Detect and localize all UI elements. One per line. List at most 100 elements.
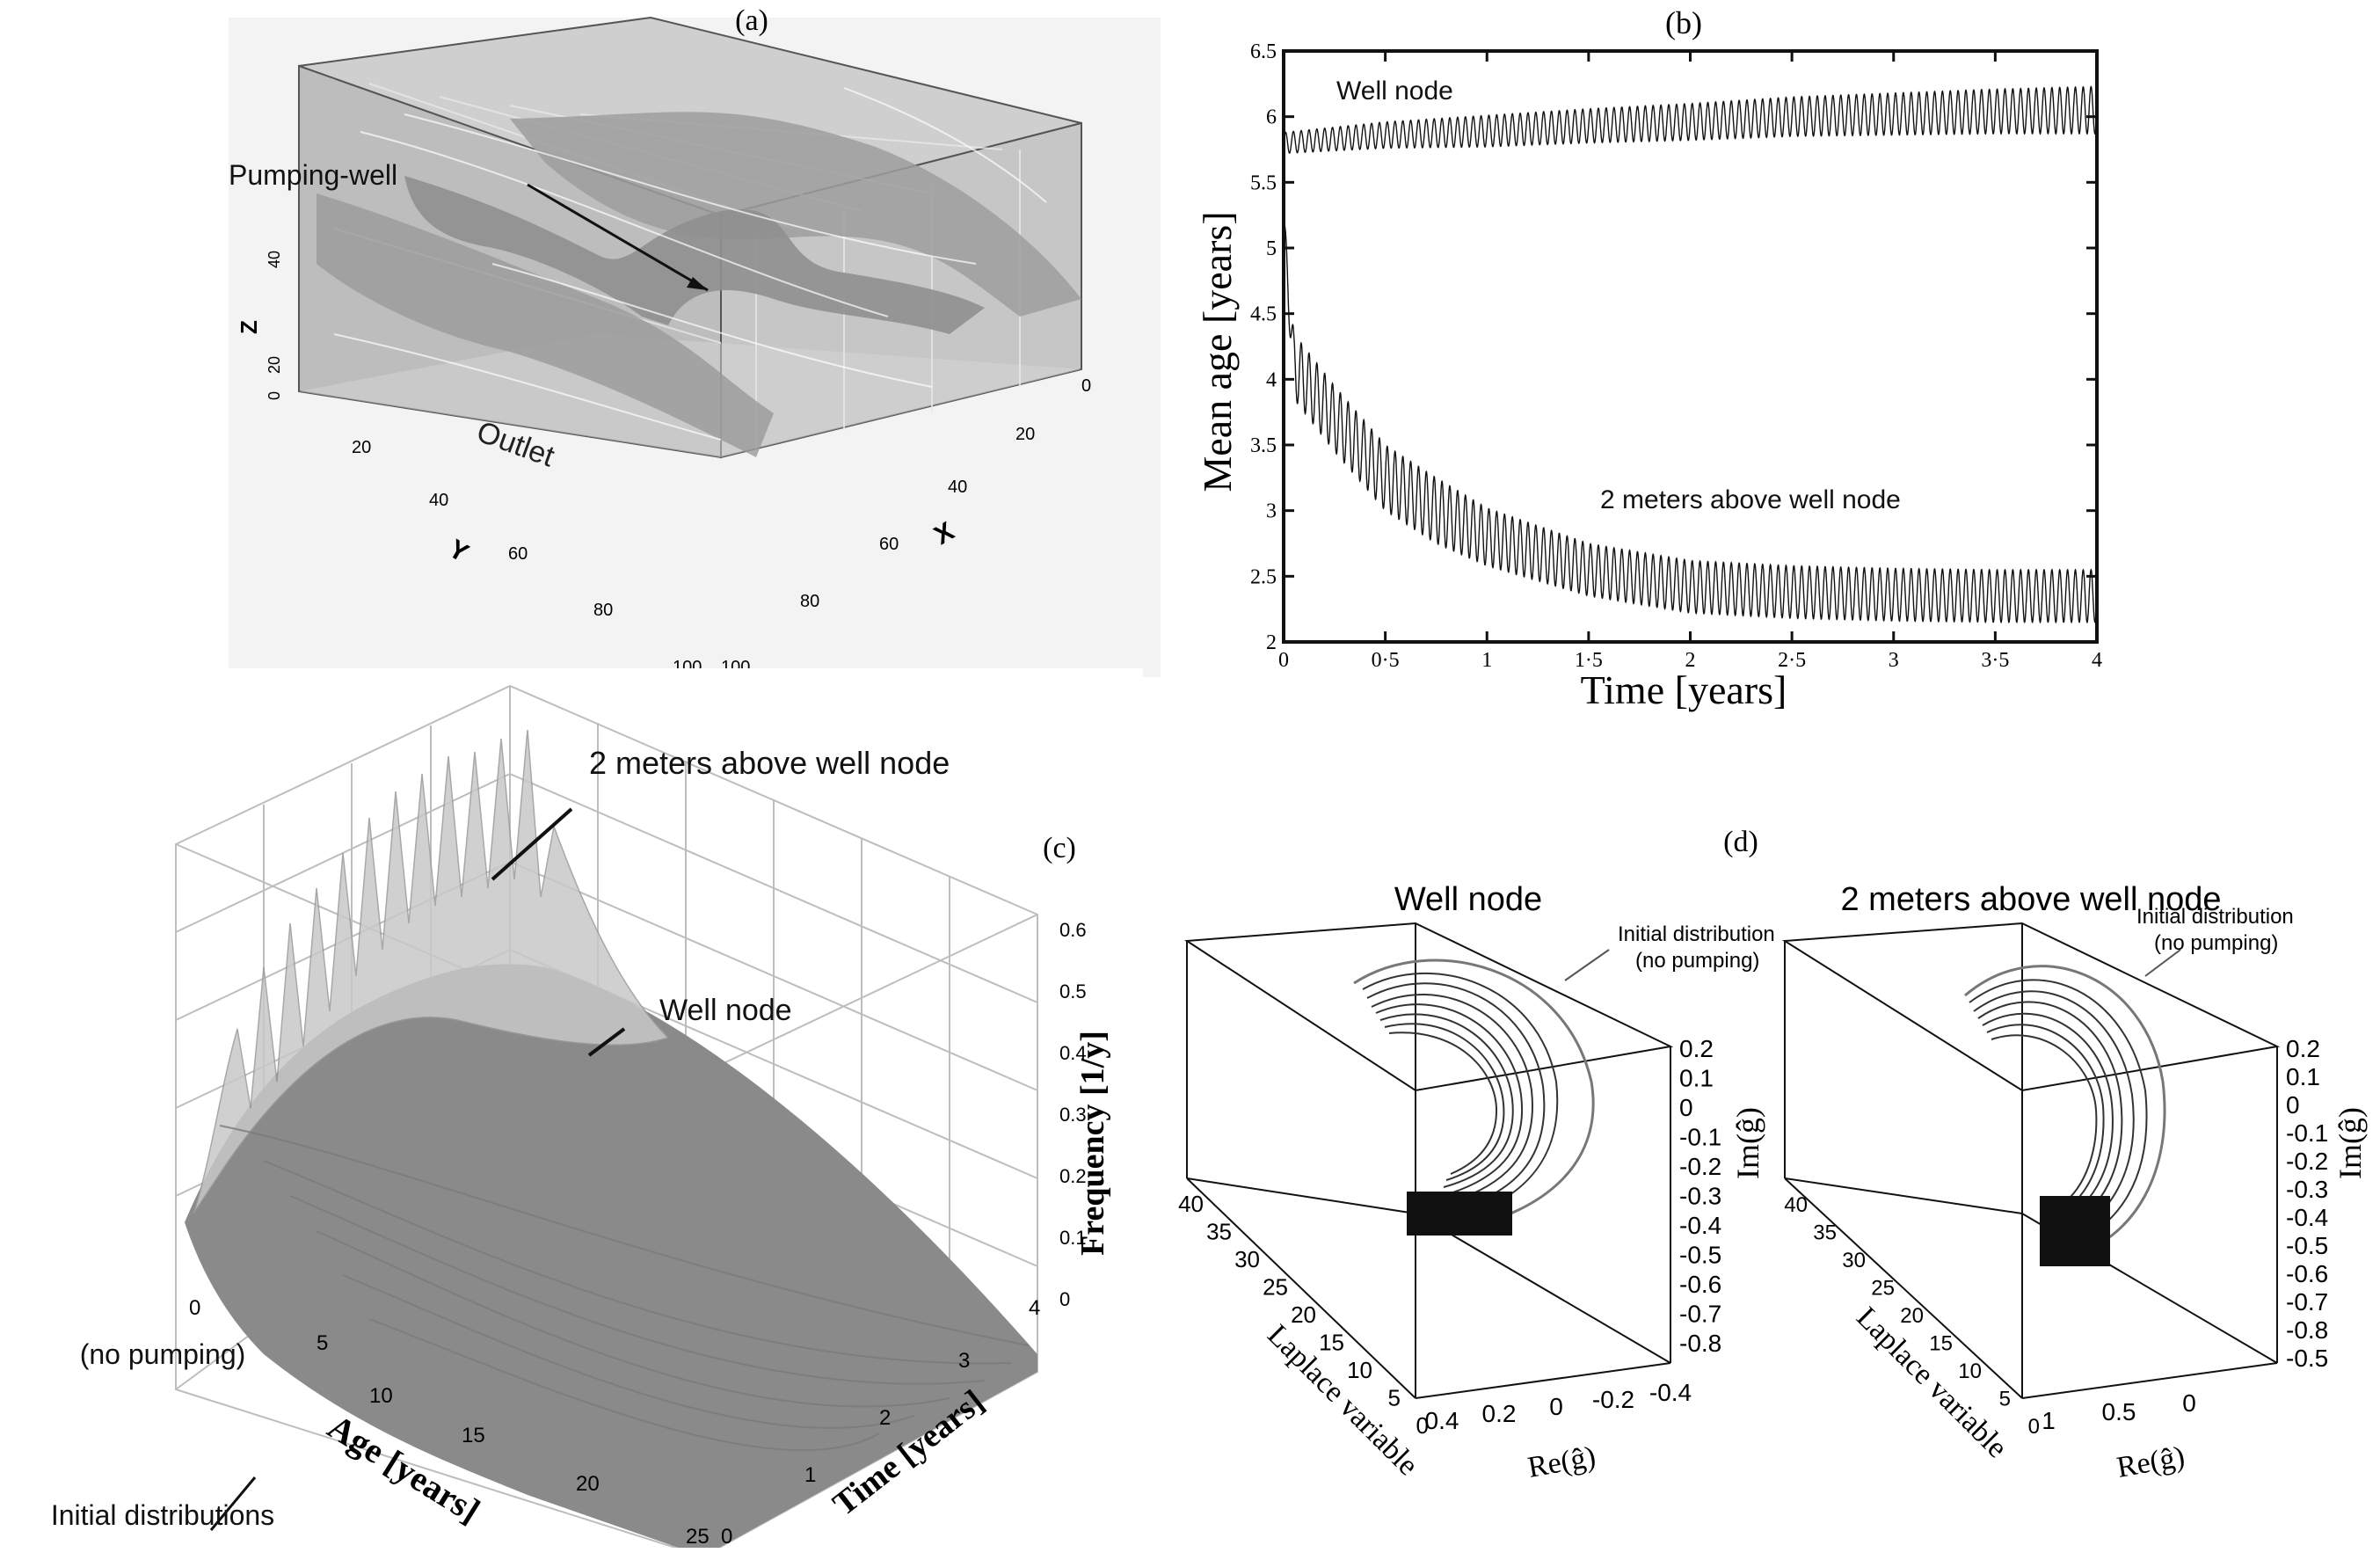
age-tick-10: 10 <box>369 1384 393 1408</box>
freq-tick-0: 0 <box>1059 1288 1070 1310</box>
y-axis-title: Mean age [years] <box>1195 211 1240 492</box>
laplace-tick-label: 10 <box>1958 1360 1982 1383</box>
left-note-1: Initial distribution <box>1618 922 1775 946</box>
im-tick-label: -0.1 <box>1679 1124 1721 1151</box>
freq-tick-0.5: 0.5 <box>1059 980 1087 1002</box>
right-re-label: Re(ĝ) <box>2114 1440 2187 1484</box>
label-above-well: 2 meters above well node <box>589 745 950 781</box>
right-initial-curve <box>1964 965 2166 1259</box>
im-tick-label: -0.4 <box>1679 1212 1721 1239</box>
left-curve-bundle <box>1362 972 1559 1223</box>
re-tick-label: 0 <box>2182 1389 2196 1417</box>
x-tick-label: 1·5 <box>1575 649 1603 672</box>
time-tick-4: 4 <box>1029 1296 1040 1320</box>
x-tick-label: 2 <box>1685 649 1696 672</box>
y-tick-label: 4.5 <box>1250 303 1277 326</box>
left-black-block <box>1407 1192 1512 1236</box>
laplace-tick-label: 15 <box>1929 1332 1953 1356</box>
laplace-tick-label: 25 <box>1871 1277 1895 1301</box>
y-tick-label: 2.5 <box>1250 565 1277 588</box>
panel-a-letter: (a) <box>735 4 768 37</box>
laplace-tick-label: 15 <box>1319 1330 1344 1356</box>
im-tick-label: -0.7 <box>2286 1288 2328 1316</box>
x-tick-label: 1 <box>1481 649 1492 672</box>
im-tick-label: 0 <box>1679 1094 1693 1121</box>
z-axis-label: Z <box>236 320 262 334</box>
x-tick-40: 40 <box>948 477 967 497</box>
im-tick-label: -0.5 <box>2286 1345 2328 1372</box>
left-initial-curve <box>1353 959 1595 1233</box>
pumping-well-label: Pumping-well <box>229 159 397 191</box>
im-tick-label: -0.8 <box>2286 1316 2328 1344</box>
re-tick-label: 0.5 <box>2102 1398 2136 1425</box>
im-tick-label: -0.1 <box>2286 1119 2328 1147</box>
z-tick-40: 40 <box>266 251 283 268</box>
panel-a-figure: (a) Pumping-well Outlet Z 0 20 40 Y 20 4… <box>229 4 1161 677</box>
age-tick-0: 0 <box>189 1296 200 1320</box>
im-tick-label: -0.5 <box>1679 1242 1721 1269</box>
freq-axis-title: Frequency [1/y] <box>1074 1031 1111 1256</box>
panel-d-letter: (d) <box>1723 826 1758 858</box>
laplace-tick-label: 30 <box>1842 1249 1866 1272</box>
panel-d-right: 2 meters above well node Initial distrib… <box>1781 881 2368 1484</box>
time-tick-1: 1 <box>804 1463 816 1487</box>
age-tick-5: 5 <box>317 1331 328 1355</box>
age-tick-15: 15 <box>462 1424 485 1447</box>
label-initial-1: Initial distributions <box>51 1499 274 1531</box>
y-tick-label: 3 <box>1266 500 1277 523</box>
im-tick-label: -0.6 <box>1679 1271 1721 1298</box>
panel-c-letter: (c) <box>1043 832 1076 864</box>
laplace-tick-label: 0 <box>2028 1415 2040 1439</box>
left-title: Well node <box>1394 881 1542 918</box>
x-tick-label: 2·5 <box>1778 649 1806 672</box>
time-tick-2: 2 <box>879 1406 891 1430</box>
x-tick-80: 80 <box>800 592 819 611</box>
right-note-1: Initial distribution <box>2136 905 2294 929</box>
im-tick-label: 0.2 <box>1679 1035 1714 1062</box>
laplace-tick-label: 20 <box>1291 1301 1316 1328</box>
right-laplace-label: Laplace variable <box>1850 1301 2013 1464</box>
laplace-tick-label: 5 <box>1388 1385 1401 1411</box>
re-tick-label: -0.2 <box>1592 1386 1634 1413</box>
age-tick-20: 20 <box>576 1472 600 1496</box>
laplace-tick-label: 0 <box>1416 1412 1429 1439</box>
y-tick-label: 4 <box>1266 368 1277 391</box>
laplace-tick-label: 40 <box>1784 1193 1808 1217</box>
laplace-tick-label: 10 <box>1347 1357 1372 1383</box>
y-tick-label: 3.5 <box>1250 434 1277 457</box>
time-axis-title: Time [years] <box>826 1383 991 1523</box>
series-line-1 <box>1283 221 2098 624</box>
re-tick-label: 0 <box>1549 1393 1563 1420</box>
re-tick-label: -0.4 <box>1649 1379 1692 1406</box>
re-tick-label: 1 <box>2042 1407 2056 1434</box>
series-line-0 <box>1283 85 2098 154</box>
surface-back <box>510 112 1081 317</box>
laplace-tick-label: 35 <box>1813 1221 1837 1245</box>
y-tick-label: 6.5 <box>1250 40 1277 63</box>
freq-tick-0.3: 0.3 <box>1059 1104 1087 1126</box>
im-tick-label: -0.3 <box>1679 1183 1721 1210</box>
z-tick-20: 20 <box>266 356 283 374</box>
y-tick-60: 60 <box>508 544 528 564</box>
x-tick-60: 60 <box>879 535 899 554</box>
x-tick-0: 0 <box>1081 376 1091 396</box>
panel-d-left: Well node Initial distribution (no pumpi… <box>1178 881 1775 1484</box>
surface-well <box>404 176 985 334</box>
im-tick-label: -0.6 <box>2286 1260 2328 1287</box>
x-tick-label: 0 <box>1278 649 1289 672</box>
laplace-tick-label: 40 <box>1178 1191 1204 1217</box>
freq-tick-0.6: 0.6 <box>1059 919 1087 941</box>
right-title: 2 meters above well node <box>1840 881 2221 918</box>
time-tick-0: 0 <box>721 1525 732 1549</box>
z-tick-0: 0 <box>266 391 283 400</box>
im-tick-label: -0.8 <box>1679 1330 1721 1357</box>
x-tick-label: 3 <box>1889 649 1899 672</box>
laplace-tick-label: 35 <box>1206 1219 1232 1245</box>
series-label-above: 2 meters above well node <box>1600 485 1901 514</box>
im-tick-label: 0 <box>2286 1091 2300 1119</box>
left-re-label: Re(ĝ) <box>1525 1440 1598 1484</box>
y-tick-40: 40 <box>429 491 448 510</box>
y-tick-label: 5 <box>1266 237 1277 260</box>
laplace-tick-label: 25 <box>1263 1274 1288 1301</box>
age-tick-25: 25 <box>686 1525 710 1549</box>
